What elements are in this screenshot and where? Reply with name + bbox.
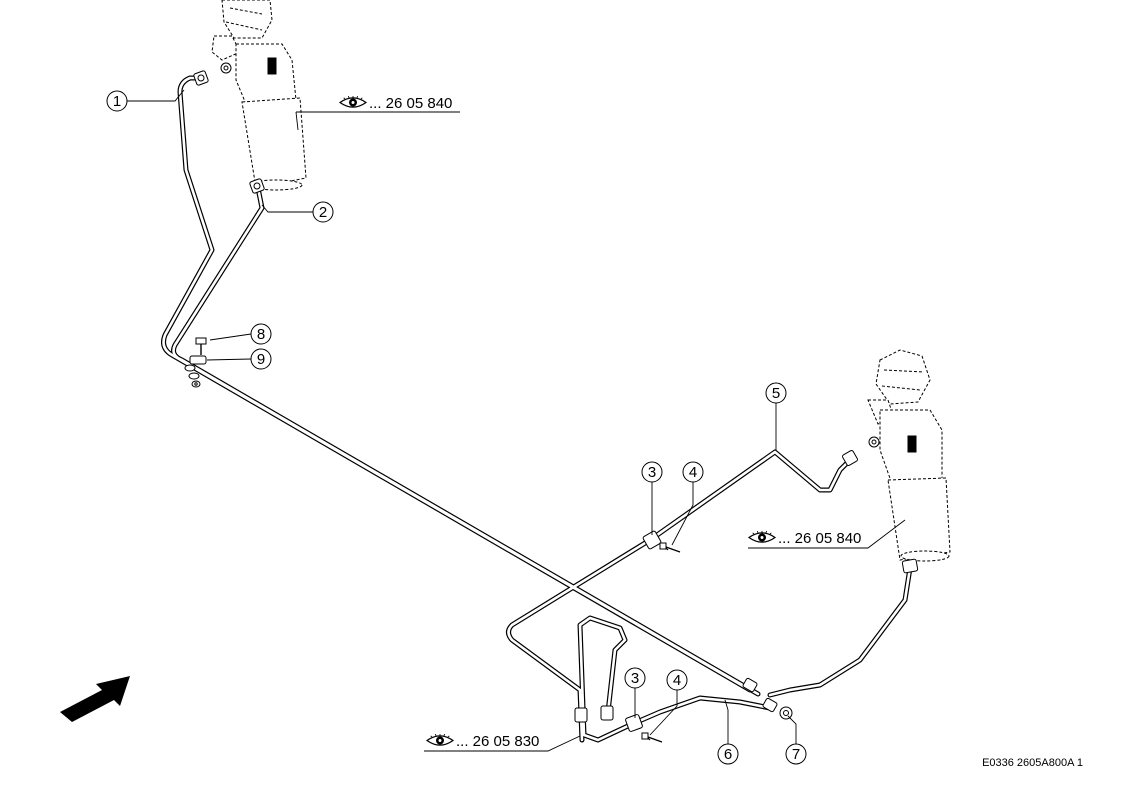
callout-1: 1 <box>106 90 128 112</box>
svg-text:... 26 05 840: ... 26 05 840 <box>778 530 861 547</box>
callout-8: 8 <box>250 323 272 345</box>
leader-lines <box>127 89 906 752</box>
hydraulic-cylinder-right <box>867 349 951 562</box>
callout-4-upper: 4 <box>682 461 704 483</box>
line-1 <box>161 75 753 693</box>
cross-reference-top: ... 26 05 840 <box>339 95 452 112</box>
line-2 <box>171 185 761 697</box>
drawing-code: E0336 2605A800A 1 <box>982 757 1083 769</box>
svg-text:2: 2 <box>319 204 327 221</box>
hydraulic-cylinder-left <box>211 0 307 191</box>
svg-text:9: 9 <box>257 351 265 368</box>
callout-6: 6 <box>717 743 739 765</box>
callout-4-lower: 4 <box>666 669 688 691</box>
fittings <box>184 70 919 743</box>
svg-text:... 26 05 830: ... 26 05 830 <box>456 733 539 750</box>
svg-text:4: 4 <box>689 464 697 481</box>
svg-text:3: 3 <box>631 670 639 687</box>
svg-text:8: 8 <box>257 326 265 343</box>
hydraulic-lines <box>161 75 913 743</box>
svg-text:... 26 05 840: ... 26 05 840 <box>369 95 452 112</box>
line-right-return <box>767 565 913 698</box>
svg-text:7: 7 <box>792 746 800 763</box>
direction-arrow-icon <box>60 676 130 722</box>
callout-9: 9 <box>250 348 272 370</box>
eye-icon <box>748 531 776 543</box>
callout-3-lower: 3 <box>624 667 646 689</box>
svg-text:1: 1 <box>113 93 121 110</box>
cross-reference-bottom: ... 26 05 830 <box>426 733 539 750</box>
svg-text:3: 3 <box>648 464 656 481</box>
svg-text:5: 5 <box>772 385 780 402</box>
callout-5: 5 <box>765 382 787 404</box>
callout-3-upper: 3 <box>641 461 663 483</box>
eye-icon <box>339 96 367 108</box>
callout-2: 2 <box>312 201 334 223</box>
callout-7: 7 <box>785 743 807 765</box>
eye-icon <box>426 734 454 746</box>
svg-text:4: 4 <box>673 672 681 689</box>
cross-reference-right: ... 26 05 840 <box>748 530 861 547</box>
svg-text:6: 6 <box>724 746 732 763</box>
